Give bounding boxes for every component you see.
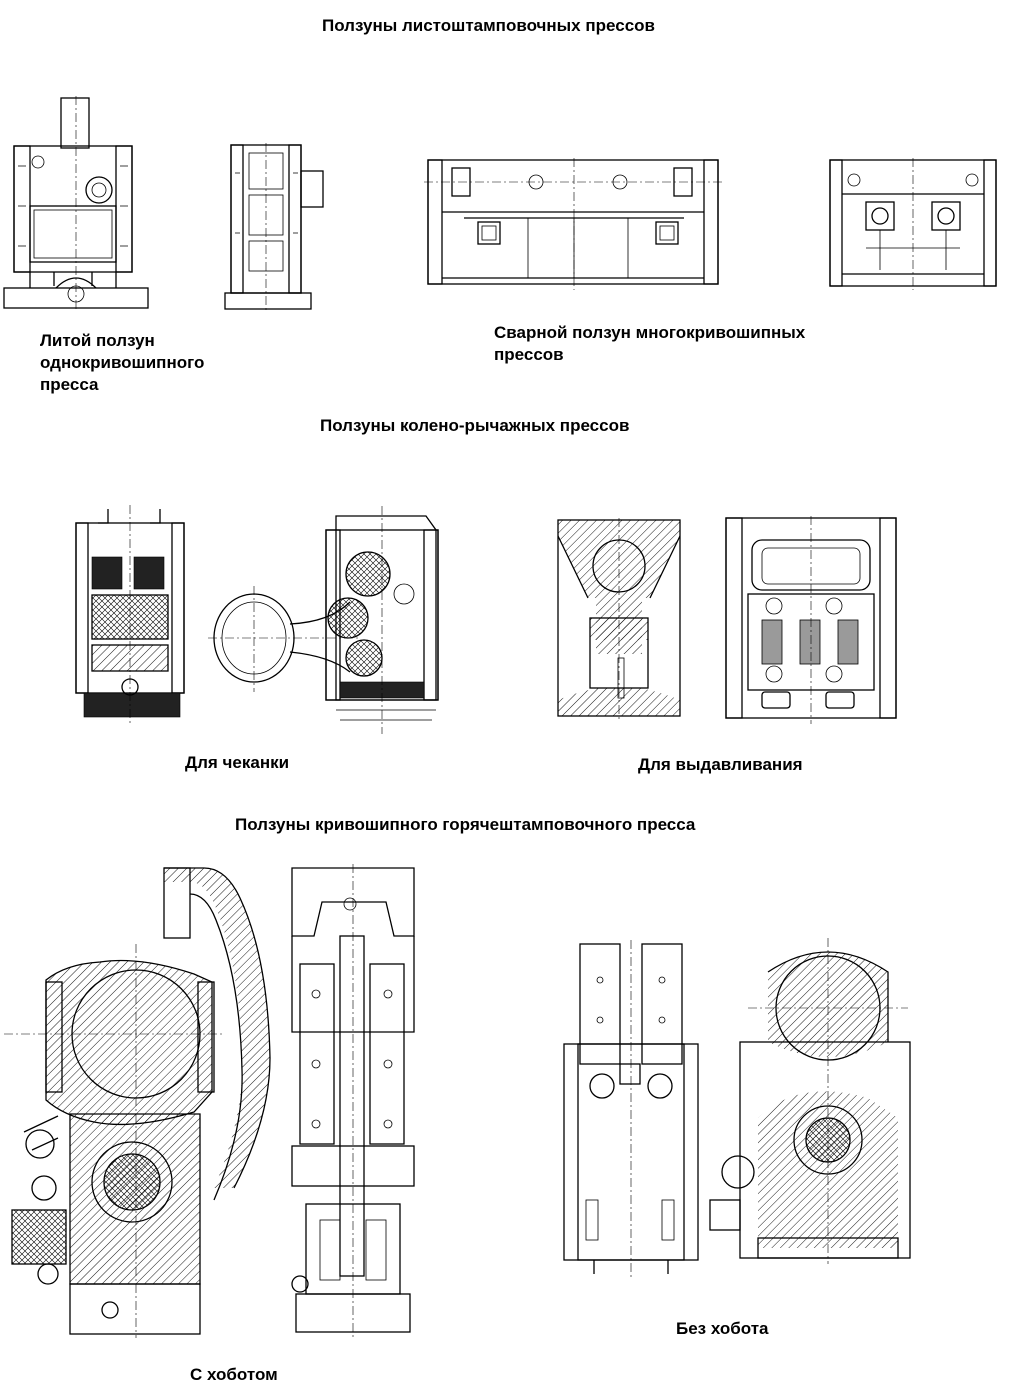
caption-cast-line-1: Литой ползун (40, 331, 155, 350)
slide-without-trunk-side-view-drawing (563, 940, 699, 1280)
section-title-hot-forging: Ползуны кривошипного горячештамповочного… (235, 815, 696, 834)
welded-slide-side-view-drawing (829, 158, 997, 290)
caption-welded-line-2: прессов (494, 345, 564, 364)
coining-slide-toggle-view-drawing (208, 506, 439, 734)
extrusion-slide-section-drawing (557, 518, 681, 720)
slide-with-trunk-side-view-drawing (291, 864, 415, 1338)
caption-cast-line-3: пресса (40, 375, 99, 394)
caption-extrusion: Для выдавливания (638, 755, 803, 774)
coining-slide-front-view-drawing (75, 505, 185, 723)
cast-slide-front-view-drawing (3, 96, 149, 312)
extrusion-slide-front-view-drawing (725, 516, 897, 724)
section-title-knuckle: Ползуны колено-рычажных прессов (320, 416, 630, 435)
caption-cast-slide: Литой ползун однокривошипного пресса (40, 330, 204, 396)
caption-welded-slide: Сварной ползун многокривошипных прессов (494, 322, 805, 366)
caption-coining: Для чеканки (185, 753, 290, 772)
caption-without-trunk: Без хобота (676, 1319, 769, 1338)
welded-slide-front-view-drawing (424, 158, 724, 290)
slide-with-trunk-front-view-drawing (4, 867, 271, 1338)
cast-slide-side-view-drawing (224, 143, 324, 311)
caption-cast-line-2: однокривошипного (40, 353, 205, 372)
slide-without-trunk-front-view-drawing (709, 938, 911, 1264)
section-title-sheet-metal: Ползуны листоштамповочных прессов (322, 16, 655, 35)
caption-welded-line-1: Сварной ползун многокривошипных (494, 323, 806, 342)
caption-with-trunk: С хоботом (190, 1365, 278, 1384)
